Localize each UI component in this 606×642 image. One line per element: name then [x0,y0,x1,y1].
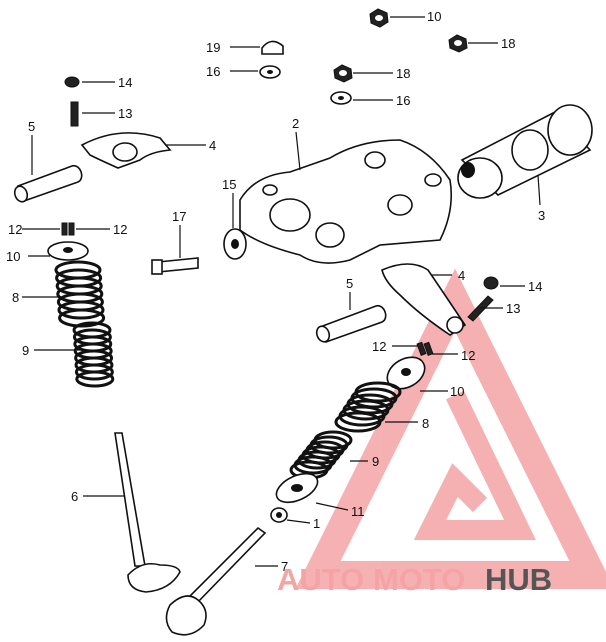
rocker-arm-4-right [381,263,467,336]
valve-seal-1 [270,507,288,523]
callout-5: 5 [346,276,353,291]
nut-14-right [483,276,499,290]
callout-12: 12 [113,222,127,237]
callout-11: 11 [351,504,365,519]
outer-spring-8-right [334,381,402,433]
valve-6 [114,432,181,593]
nut-18-second [448,34,468,53]
valve-cotters-12-right [416,341,434,356]
callout-17: 17 [172,209,186,224]
outer-spring-8-left [54,260,106,328]
callout-13: 13 [506,301,520,316]
callout-4: 4 [458,268,465,283]
callout-9: 9 [22,343,29,358]
rocker-shaft-5-right [315,304,387,344]
spring-retainer-10-left [47,241,89,261]
callout-labels: 10 18 18 19 16 16 14 13 5 4 2 3 15 17 12… [6,9,545,574]
inner-spring-9-right [289,430,353,480]
callout-10: 10 [6,249,20,264]
nut-18-third [333,64,353,83]
inner-spring-9-left [72,321,115,388]
valve-cotters-12-left [61,222,75,236]
callout-18: 10 [427,9,441,24]
callout-18: 18 [501,36,515,51]
camshaft-holder-2 [239,139,453,264]
callout-12: 12 [372,339,386,354]
spring-seat-11 [275,472,319,504]
adjuster-screw-13-left [70,101,79,127]
nut-18-top [369,8,389,28]
callout-8: 8 [422,416,429,431]
watermark-moto: MOTO [373,562,465,597]
leader-lines [22,16,541,567]
callout-18: 18 [396,66,410,81]
callout-10: 10 [450,384,464,399]
callout-1: 1 [313,516,320,531]
rocker-shaft-5-left [13,164,83,203]
washer-16-right [330,91,352,105]
callout-16: 16 [396,93,410,108]
callout-9: 9 [372,454,379,469]
callout-14: 14 [118,75,132,90]
callout-12: 12 [461,348,475,363]
callout-14: 14 [528,279,542,294]
valve-7 [165,526,267,636]
callout-6: 6 [71,489,78,504]
spring-retainer-10-right [386,356,426,390]
callout-4: 4 [209,138,216,153]
washer-16-left [259,65,281,79]
nut-14-left [64,76,80,88]
bolt-17 [151,257,199,275]
callout-7: 7 [281,559,288,574]
callout-3: 3 [538,208,545,223]
callout-16: 16 [206,64,220,79]
callout-2: 2 [292,116,299,131]
callout-19: 19 [206,40,220,55]
watermark-auto: AUTO [277,562,364,597]
cap-nut-19 [261,40,284,55]
watermark-hub: HUB [485,562,552,597]
callout-12: 12 [8,222,22,237]
watermark-text: AUTO MOTO HUB [277,562,552,597]
watermark-logo [295,268,606,589]
camshaft-3 [457,104,593,199]
callout-5: 5 [28,119,35,134]
rocker-arm-4-left [80,132,172,169]
callout-15: 15 [222,177,236,192]
callout-8: 8 [12,290,19,305]
washer-15 [223,228,247,260]
callout-13: 13 [118,106,132,121]
